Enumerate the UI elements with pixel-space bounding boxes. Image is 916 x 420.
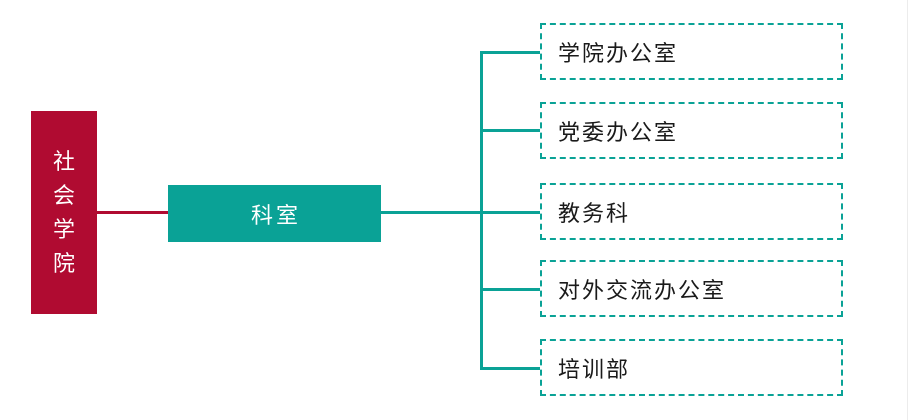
root-node-college: 社会学院 (31, 111, 97, 314)
department-node-label: 对外交流办公室 (558, 277, 727, 303)
department-node: 学院办公室 (540, 23, 843, 80)
department-node: 党委办公室 (540, 102, 843, 159)
department-node-label: 培训部 (558, 356, 631, 382)
department-node-label: 党委办公室 (558, 119, 679, 145)
branch-line-1 (481, 51, 540, 54)
department-node: 培训部 (540, 339, 843, 396)
branch-line-5 (481, 367, 540, 370)
page-edge-line (907, 0, 908, 420)
group-node-sections: 科室 (168, 185, 381, 242)
branch-line-4 (481, 288, 540, 291)
department-node: 教务科 (540, 183, 843, 240)
branch-line-3 (481, 211, 540, 214)
root-node-label: 社会学院 (52, 148, 75, 276)
department-node: 对外交流办公室 (540, 260, 843, 317)
group-connector-line (381, 211, 482, 214)
root-connector-line (97, 211, 168, 214)
department-node-label: 教务科 (558, 200, 631, 226)
branch-line-2 (481, 129, 540, 132)
department-node-label: 学院办公室 (558, 40, 679, 66)
branch-trunk-line (480, 51, 483, 370)
group-node-label: 科室 (250, 202, 301, 228)
